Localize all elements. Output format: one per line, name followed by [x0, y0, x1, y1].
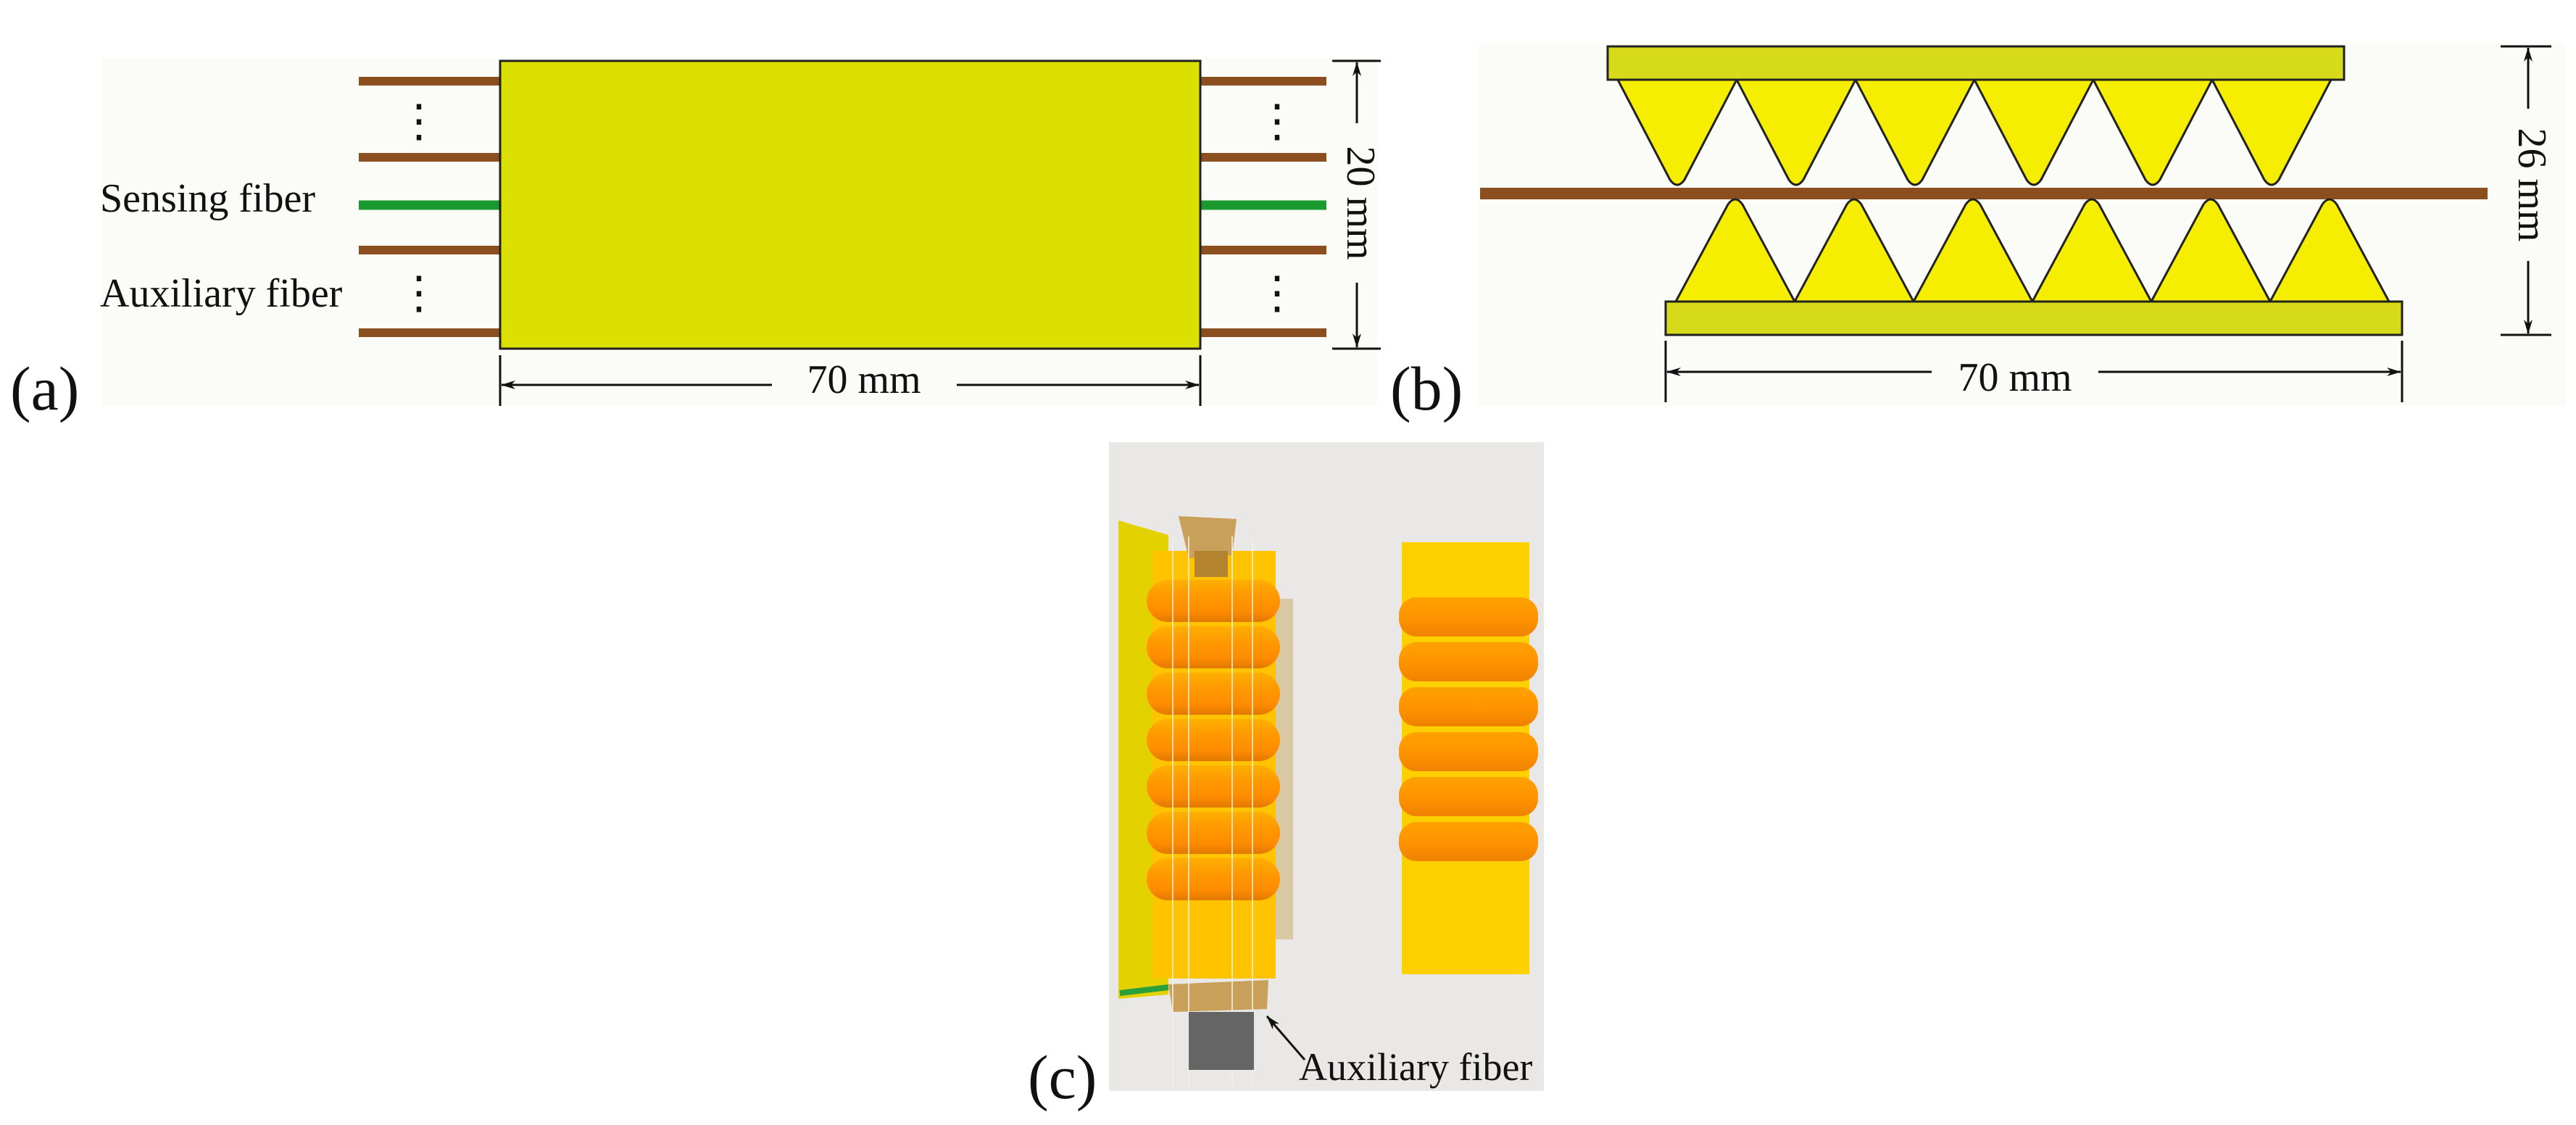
sensor-plate-top-view: [499, 59, 1202, 350]
upper-tooth-4: [1973, 78, 2095, 186]
photo-toothed-plate: [1399, 542, 1538, 974]
panel-b: 26 mm 70 mm (b): [1390, 43, 2566, 423]
photo-right-rod-6: [1399, 822, 1538, 861]
photo-right-rod-5: [1399, 777, 1538, 816]
photo-green-fiber-edge: [1119, 984, 1169, 996]
panel-a-letter: (a): [10, 354, 79, 423]
upper-tooth-1: [1616, 78, 1738, 186]
photo-auxiliary-fiber-label: Auxiliary fiber: [1299, 1045, 1532, 1089]
dim-b-width-label: 70 mm: [1958, 355, 2072, 400]
upper-plate: [1606, 45, 2346, 81]
ellipsis-left-bottom: ⋮: [396, 269, 441, 318]
ellipsis-right-bottom: ⋮: [1255, 269, 1300, 318]
photo-right-rod-2: [1399, 642, 1538, 681]
panel-c: Auxiliary fiber (c): [1028, 442, 1544, 1112]
upper-tooth-5: [2092, 78, 2214, 186]
lower-tooth-5: [2150, 198, 2272, 303]
photo-right-rod-1: [1399, 597, 1538, 636]
photo-right-rod-3: [1399, 687, 1538, 726]
ellipsis-left-top: ⋮: [396, 97, 441, 146]
photo-left-shadow: [1189, 1012, 1254, 1070]
upper-tooth-2: [1735, 78, 1857, 186]
upper-tooth-6: [2211, 78, 2332, 186]
sensing-fiber-label: Sensing fiber: [100, 176, 315, 221]
photo-right-rods: [1399, 597, 1538, 861]
photo-rod-5: [1147, 765, 1280, 808]
lower-plate: [1664, 300, 2403, 336]
photo-rod-7: [1147, 858, 1280, 900]
dim-a-width-label: 70 mm: [807, 357, 921, 402]
lower-tooth-2: [1793, 198, 1915, 303]
photo-rod-6: [1147, 812, 1280, 854]
photo-assembled-sensor: [1118, 516, 1293, 1087]
upper-teeth: [1616, 78, 2332, 186]
photo-aux-fiber-arrow: [1266, 1016, 1306, 1060]
lower-teeth: [1674, 198, 2390, 303]
lower-tooth-3: [1912, 198, 2034, 303]
panel-b-letter: (b): [1390, 354, 1463, 423]
photo-thin-fibers: [1172, 536, 1253, 1087]
lower-tooth-4: [2031, 198, 2153, 303]
photo-bottom-clip: [1168, 980, 1268, 1012]
photo-rod-4: [1147, 719, 1280, 761]
upper-tooth-3: [1854, 78, 1976, 186]
lower-tooth-1: [1674, 198, 1796, 303]
dim-b-height-label: 26 mm: [2509, 128, 2554, 241]
photo-top-clip: [1179, 516, 1237, 558]
panel-a: ⋮ ⋮ ⋮ ⋮ Sensing fiber Auxiliary fiber 20…: [10, 58, 1383, 423]
photo-left-rods: [1147, 580, 1280, 900]
ellipsis-right-top: ⋮: [1255, 97, 1300, 146]
lower-tooth-6: [2269, 198, 2390, 303]
photo-rod-3: [1147, 673, 1280, 715]
photo-rod-1: [1147, 580, 1280, 622]
photo-top-clip-shadow: [1194, 551, 1228, 577]
dim-a-height-label: 20 mm: [1338, 146, 1383, 260]
panel-c-letter: (c): [1028, 1042, 1097, 1112]
auxiliary-fiber-label-a: Auxiliary fiber: [100, 271, 343, 316]
photo-right-rod-4: [1399, 732, 1538, 771]
photo-rod-2: [1147, 626, 1280, 668]
